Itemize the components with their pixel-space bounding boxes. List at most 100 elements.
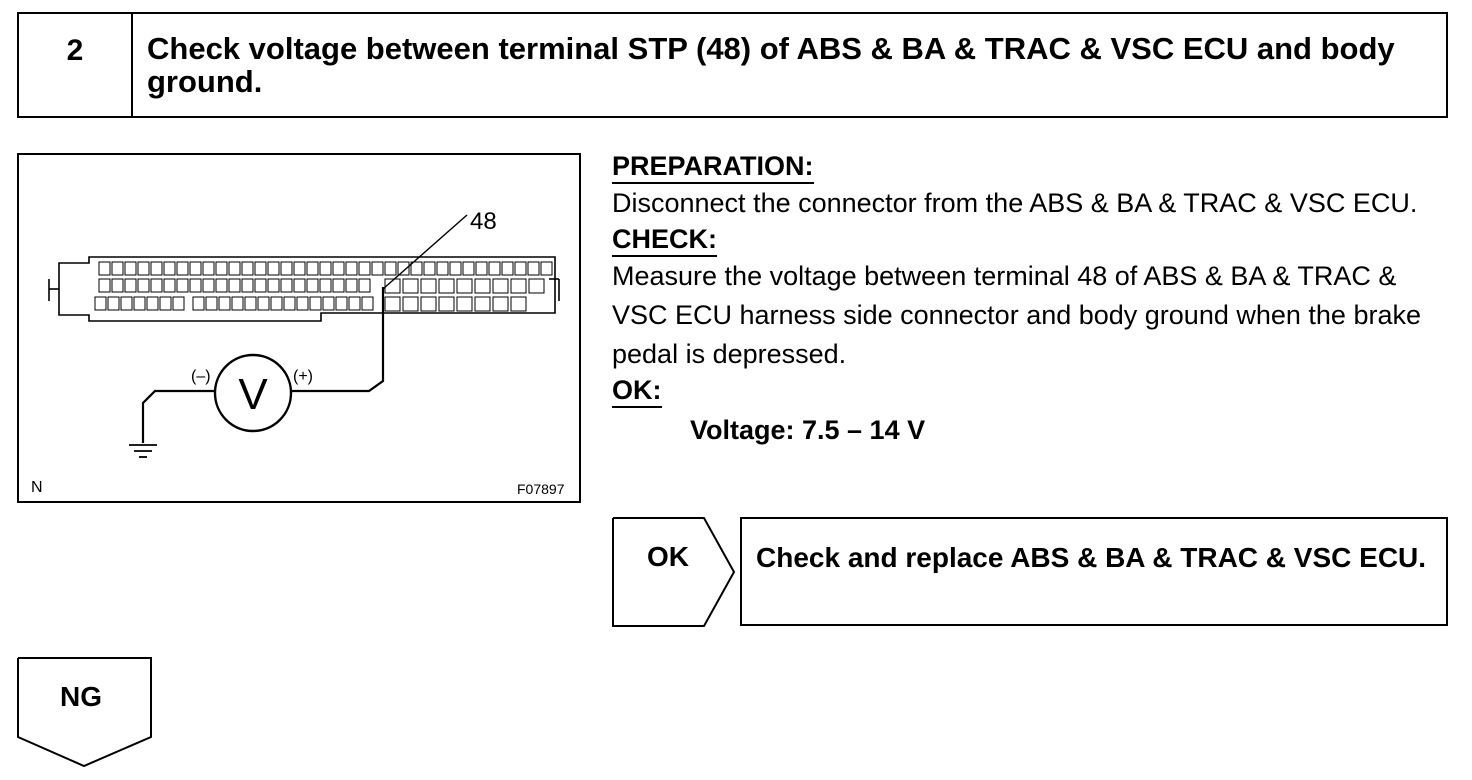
- connector-terminal: [293, 261, 306, 276]
- connector-terminal: [218, 296, 231, 311]
- connector-terminal: [296, 296, 309, 311]
- connector-terminal: [319, 261, 332, 276]
- instructions: PREPARATION: Disconnect the connector fr…: [612, 150, 1457, 450]
- connector-terminal: [254, 278, 267, 293]
- connector-terminal: [423, 261, 436, 276]
- connector-terminal: [322, 296, 335, 311]
- terminal-callout: 48: [470, 208, 497, 235]
- connector-terminal: [384, 296, 401, 312]
- connector-terminal: [231, 296, 244, 311]
- connector-terminal: [540, 261, 553, 276]
- ng-label: NG: [60, 681, 102, 712]
- connector-terminal: [163, 261, 176, 276]
- connector-terminal: [267, 261, 280, 276]
- connector-terminal: [384, 261, 397, 276]
- connector-terminal: [345, 278, 358, 293]
- connector-terminal: [501, 261, 514, 276]
- lead-wires: [141, 214, 468, 443]
- connector-terminal: [348, 296, 361, 311]
- check-heading: CHECK:: [612, 223, 717, 257]
- connector-terminal: [510, 278, 527, 294]
- figure-id: F07897: [517, 481, 565, 497]
- connector-terminal: [474, 296, 491, 312]
- connector-terminal: [456, 278, 473, 294]
- ok-spec: Voltage: 7.5 – 14 V: [690, 415, 926, 445]
- connector-terminal: [402, 278, 419, 294]
- connector-terminal: [124, 278, 137, 293]
- connector-terminal: [462, 261, 475, 276]
- connector-terminal: [293, 278, 306, 293]
- connector-terminal: [456, 296, 473, 312]
- connector-terminal: [492, 296, 509, 312]
- connector-terminal: [98, 261, 111, 276]
- step-header: 2 Check voltage between terminal STP (48…: [17, 12, 1448, 118]
- connector-terminal: [150, 278, 163, 293]
- connector-terminal: [474, 278, 491, 294]
- connector-terminal: [257, 296, 270, 311]
- connector-terminal: [159, 296, 172, 311]
- ng-arrow-shape: [17, 657, 152, 768]
- connector-terminal: [358, 278, 371, 293]
- connector-terminal: [244, 296, 257, 311]
- ok-arrow-shape: [612, 517, 736, 627]
- connector-terminal: [438, 278, 455, 294]
- connector-terminal: [254, 261, 267, 276]
- figure-corner-code: N: [31, 479, 43, 496]
- ng-result-flag: NG: [17, 657, 153, 774]
- connector-terminal: [150, 261, 163, 276]
- wiring-figure: V (–) (+) 48 N F07897: [17, 153, 581, 503]
- connector-terminal: [111, 278, 124, 293]
- connector-terminal: [319, 278, 332, 293]
- connector-terminal: [528, 278, 545, 294]
- connector-terminal: [107, 296, 120, 311]
- connector-terminal: [215, 278, 228, 293]
- ok-action-text: Check and replace ABS & BA & TRAC & VSC …: [756, 542, 1427, 573]
- connector-terminal: [280, 278, 293, 293]
- connector-terminal: [475, 261, 488, 276]
- connector-terminal: [410, 261, 423, 276]
- ok-result-flag: OK: [612, 517, 738, 633]
- connector-terminal: [402, 296, 419, 312]
- connector-terminal: [98, 278, 111, 293]
- ecu-connector-icon: [48, 256, 560, 322]
- connector-terminal: [163, 278, 176, 293]
- connector-terminal: [306, 278, 319, 293]
- step-title: Check voltage between terminal STP (48) …: [147, 31, 1395, 99]
- plus-label: (+): [293, 368, 313, 385]
- connector-terminal: [120, 296, 133, 311]
- connector-terminal: [397, 261, 410, 276]
- connector-terminal: [176, 278, 189, 293]
- connector-terminal: [228, 261, 241, 276]
- connector-terminal: [176, 261, 189, 276]
- connector-terminal: [189, 278, 202, 293]
- connector-terminal: [420, 296, 437, 312]
- connector-terminal: [133, 296, 146, 311]
- connector-terminal: [94, 296, 107, 311]
- preparation-text: Disconnect the connector from the ABS & …: [612, 188, 1418, 218]
- circuit-diagram: V (–) (+) 48: [48, 208, 560, 458]
- connector-terminal: [270, 296, 283, 311]
- connector-terminal: [510, 296, 527, 312]
- meter-symbol: V: [238, 370, 268, 419]
- connector-terminal: [283, 296, 296, 311]
- connector-terminal: [189, 261, 202, 276]
- connector-terminal: [124, 261, 137, 276]
- connector-terminal: [345, 261, 358, 276]
- connector-terminal: [267, 278, 280, 293]
- connector-terminal: [514, 261, 527, 276]
- connector-terminal: [146, 296, 159, 311]
- step-number: 2: [19, 14, 133, 116]
- voltmeter-icon: V: [213, 353, 293, 433]
- connector-terminal: [358, 261, 371, 276]
- connector-terminal: [137, 278, 150, 293]
- connector-terminal: [332, 261, 345, 276]
- connector-terminal: [205, 296, 218, 311]
- ok-heading: OK:: [612, 374, 662, 408]
- connector-terminal: [438, 296, 455, 312]
- ground-symbol-icon: [129, 444, 157, 458]
- connector-terminal: [309, 296, 322, 311]
- preparation-heading: PREPARATION:: [612, 150, 814, 184]
- connector-terminal: [228, 278, 241, 293]
- connector-terminal: [215, 261, 228, 276]
- connector-terminal: [449, 261, 462, 276]
